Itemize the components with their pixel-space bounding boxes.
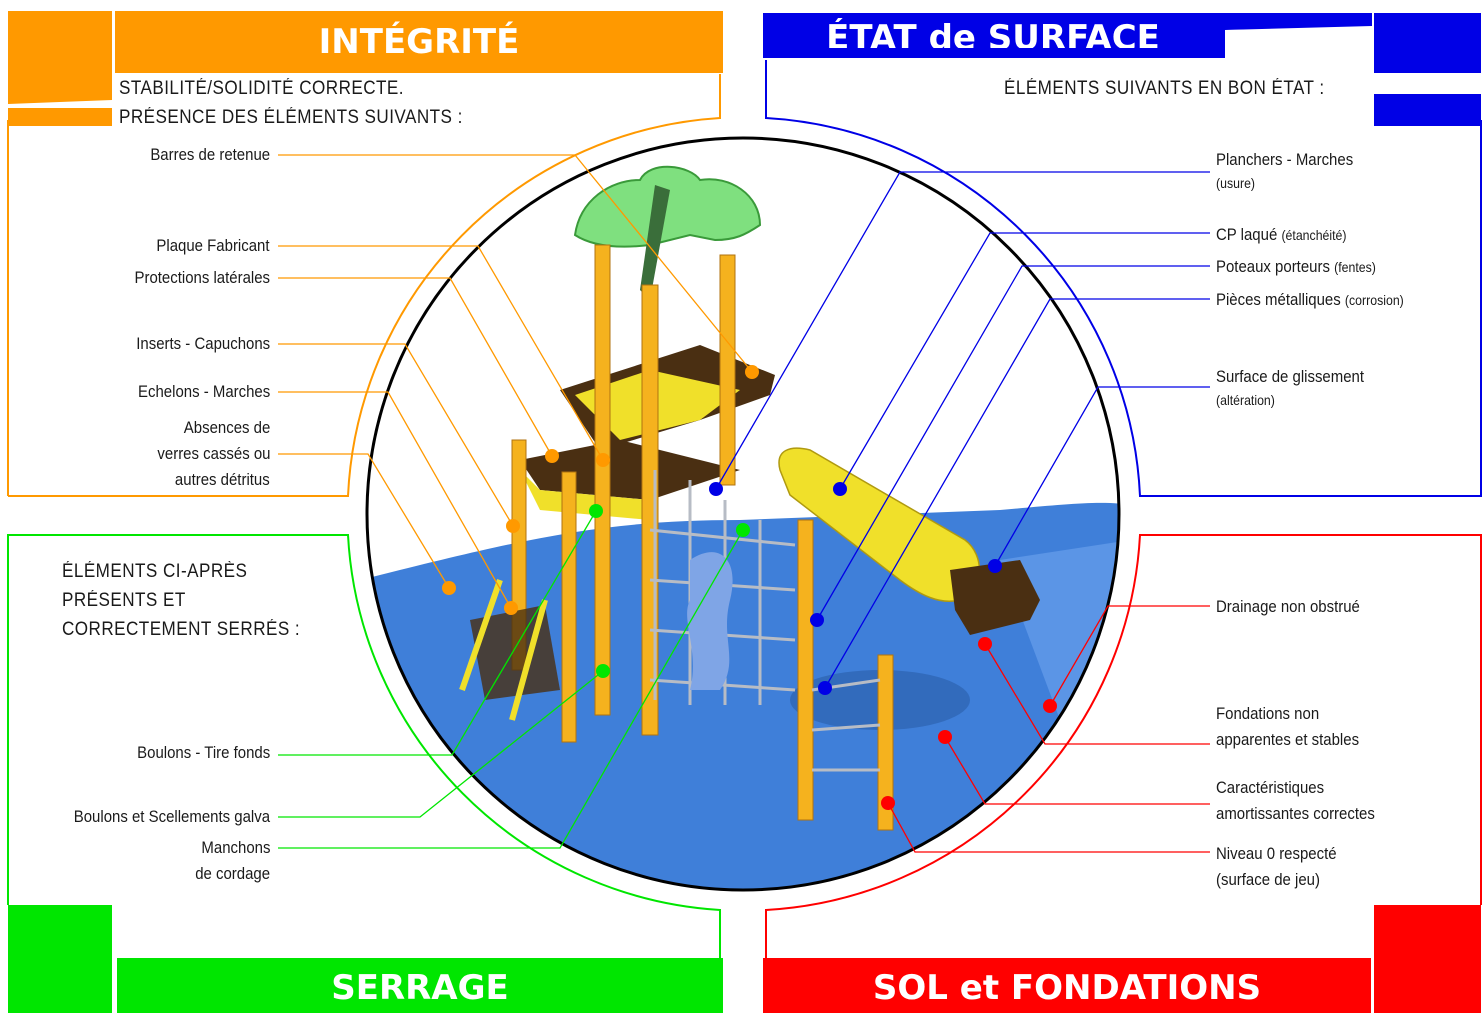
inspection-circle (365, 136, 1121, 892)
sol-item-caracteristiques-1: Caractéristiques (1216, 778, 1325, 797)
etat-item-cp-label: CP laqué (1216, 225, 1278, 244)
integrite-item-inserts: Inserts - Capuchons (136, 334, 270, 353)
sol-title: SOL et FONDATIONS (872, 968, 1262, 1008)
serrage-item-manchons-2: de cordage (195, 864, 270, 883)
integrite-dots (442, 365, 759, 615)
etat-item-poteaux: Poteaux porteurs (fentes) (1216, 254, 1376, 280)
etat-item-cp: CP laqué (étanchéité) (1216, 222, 1347, 248)
etat-item-pieces: Pièces métalliques (corrosion) (1216, 287, 1404, 313)
etat-item-surface-note: (altération) (1216, 392, 1275, 408)
integrite-item-plaque: Plaque Fabricant (156, 236, 270, 255)
serrage-title: SERRAGE (331, 968, 509, 1008)
serrage-header-3: CORRECTEMENT SERRÉS : (62, 619, 301, 640)
integrite-title: INTÉGRITÉ (318, 22, 520, 62)
etat-item-planchers-label: Planchers - Marches (1216, 150, 1354, 169)
integrite-item-absences-1: Absences de (183, 418, 270, 437)
sol-dots (881, 637, 1057, 810)
etat-surface-frame (763, 13, 1482, 497)
serrage-item-boulons: Boulons - Tire fonds (136, 743, 270, 762)
etat-surface-dots (709, 482, 1002, 695)
integrite-header-2: PRÉSENCE DES ÉLÉMENTS SUIVANTS : (119, 107, 463, 128)
sol-item-fondations-2: apparentes et stables (1216, 730, 1360, 749)
etat-item-planchers-note: (usure) (1216, 175, 1256, 191)
etat-item-pieces-label: Pièces métalliques (1216, 290, 1341, 309)
serrage-dots (589, 504, 750, 678)
integrite-leaders (278, 154, 753, 609)
etat-item-surface-label: Surface de glissement (1216, 367, 1365, 386)
etat-item-pieces-note: (corrosion) (1344, 292, 1404, 308)
etat-surface-leaders (715, 171, 1210, 689)
etat-item-poteaux-note: (fentes) (1334, 259, 1376, 275)
serrage-item-scellements: Boulons et Scellements galva (73, 807, 270, 826)
playground-illustration (367, 138, 1119, 890)
sol-item-caracteristiques-2: amortissantes correctes (1216, 804, 1375, 823)
sol-item-fondations-1: Fondations non (1216, 704, 1320, 723)
integrite-item-echelons: Echelons - Marches (137, 382, 270, 401)
integrite-item-barres: Barres de retenue (150, 145, 270, 164)
sol-leaders (887, 605, 1210, 853)
serrage-item-manchons-1: Manchons (200, 838, 270, 857)
integrite-header-1: STABILITÉ/SOLIDITÉ CORRECTE. (119, 78, 404, 99)
etat-surface-header: ÉLÉMENTS SUIVANTS EN BON ÉTAT : (1004, 78, 1325, 99)
etat-item-cp-note: (étanchéité) (1281, 227, 1347, 243)
etat-item-poteaux-label: Poteaux porteurs (1216, 257, 1330, 276)
integrite-item-absences-3: autres détritus (175, 470, 270, 489)
sol-item-niveau-2: (surface de jeu) (1216, 870, 1320, 889)
serrage-frame (7, 534, 723, 1013)
serrage-header-1: ÉLÉMENTS CI-APRÈS (62, 561, 248, 582)
integrite-item-protections: Protections latérales (134, 268, 270, 287)
sol-item-drainage: Drainage non obstrué (1216, 597, 1360, 616)
integrite-frame (7, 11, 723, 497)
etat-surface-title: ÉTAT de SURFACE (826, 18, 1160, 48)
etat-item-planchers: Planchers - Marches (usure) (1216, 147, 1353, 193)
integrite-item-absences-2: verres cassés ou (156, 444, 270, 463)
sol-item-niveau-1: Niveau 0 respecté (1216, 844, 1337, 863)
etat-item-surface: Surface de glissement (altération) (1216, 364, 1364, 410)
serrage-leaders (278, 510, 744, 849)
serrage-header-2: PRÉSENTS ET (62, 590, 186, 611)
sol-frame (763, 534, 1482, 1013)
